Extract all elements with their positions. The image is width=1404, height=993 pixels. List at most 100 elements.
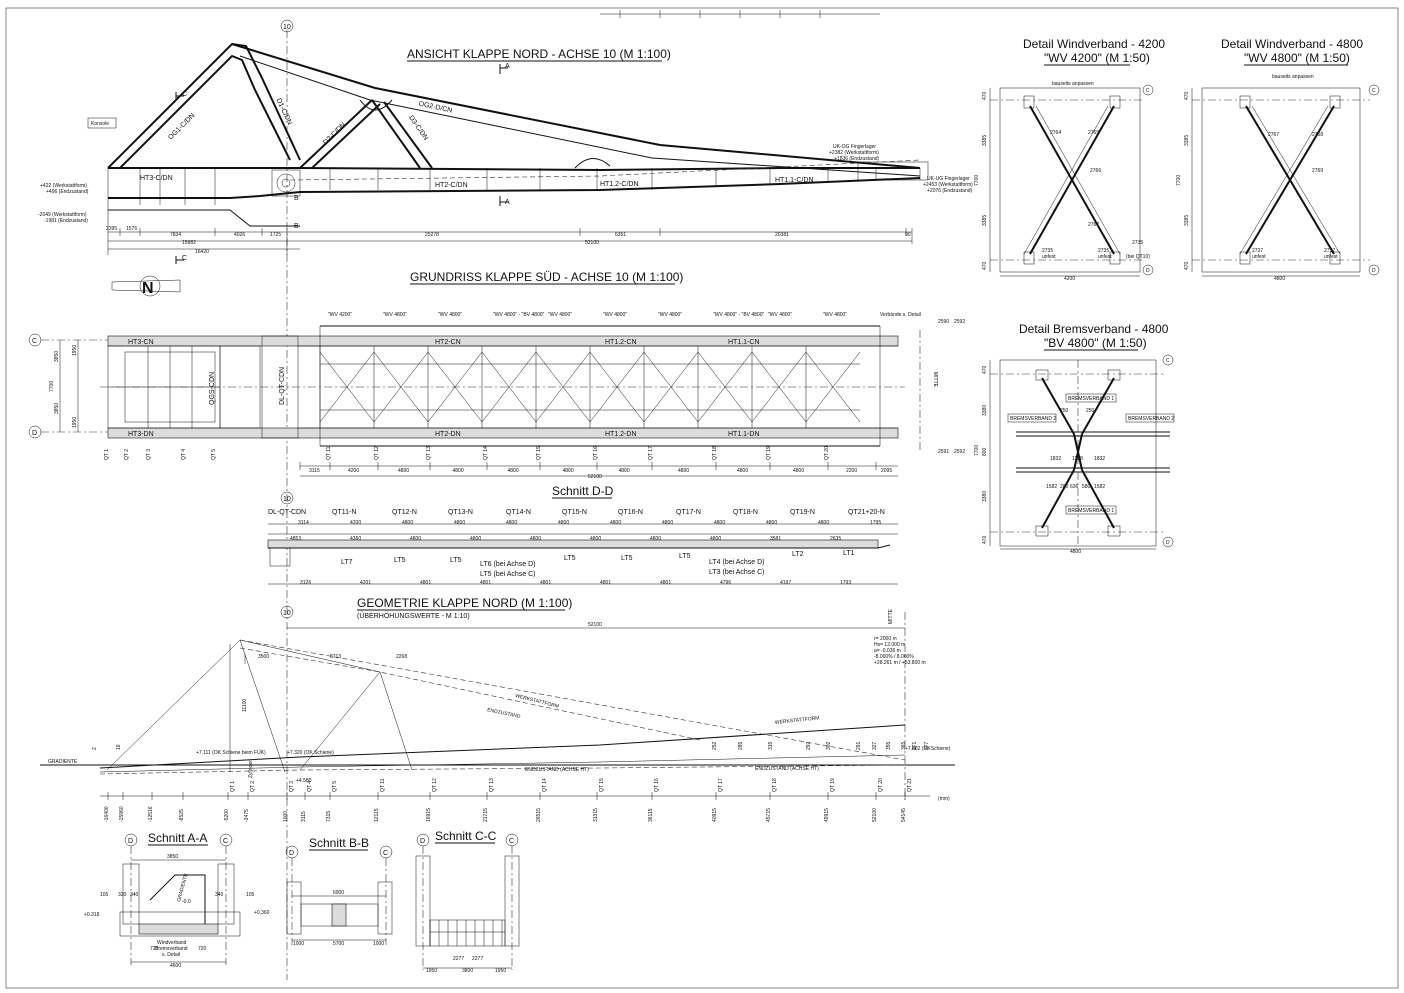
lt-label: LT7: [341, 559, 353, 566]
wv-label: "WV 4800" - "BV 4800": [493, 312, 545, 318]
dim: 3380: [982, 491, 988, 502]
dim: 4800: [619, 468, 630, 474]
dim: 4800: [610, 520, 621, 526]
wv-label: "WV 4800": [823, 312, 847, 318]
qt-label: QT 12: [374, 446, 380, 460]
dim: 4800: [398, 468, 409, 474]
brems-label: BREMSVERBAND 1: [1068, 396, 1114, 402]
dim: 4801: [480, 580, 491, 586]
note: 2765: [1088, 130, 1099, 136]
view-title: Schnitt D-D: [552, 484, 614, 498]
note: unfest: [1324, 254, 1338, 260]
ueberhoehung: 252: [712, 741, 718, 750]
station: 45715: [766, 808, 772, 822]
qt-label: QT 3: [289, 781, 295, 792]
member-label: HT1.2-CN: [605, 339, 637, 346]
dim: 4800: [506, 520, 517, 526]
member-label: HT1.1-CN: [728, 339, 760, 346]
dim: 4853: [290, 536, 301, 542]
dim: 4800: [402, 520, 413, 526]
station: 21715: [483, 808, 489, 822]
member-label: HT3-C/DN: [140, 175, 173, 182]
section-mark-a: A: [505, 199, 510, 206]
bracing-line: [805, 351, 861, 423]
dim: 6351: [615, 232, 626, 238]
station: 54145: [901, 808, 907, 822]
qt-label: QT 3: [146, 449, 152, 460]
lt-label: LT5: [564, 555, 576, 562]
axis-c: C: [509, 838, 514, 845]
qt-label: QT17-N: [676, 509, 701, 516]
dim: 20381: [775, 232, 789, 238]
qt-label: QT 15: [536, 446, 542, 460]
dim-total: 52100: [588, 474, 602, 480]
dim: 470: [1184, 261, 1190, 270]
lt-label: LT2: [792, 551, 804, 558]
axis-c: C: [1146, 88, 1150, 94]
dim: 8713: [330, 654, 341, 660]
unit: (mm): [938, 796, 950, 802]
lt-label: LT1: [843, 550, 855, 557]
station: 52100: [872, 808, 878, 822]
member-label: HT1.1-DN: [728, 431, 760, 438]
qt-label: QT 21: [907, 778, 913, 792]
dim: 636: [1070, 484, 1079, 490]
qt-label: QT 2: [124, 449, 130, 460]
ueberhoehung: 285: [738, 741, 744, 750]
dim: 470: [982, 535, 988, 544]
curve-label: ENDZUSTAND (ACHSE HT): [755, 766, 819, 772]
note: 2735: [1042, 248, 1053, 254]
qt-label: QT 11: [326, 446, 332, 460]
dim: 105: [100, 892, 109, 898]
dim: 1582: [1046, 484, 1057, 490]
mark: +4.580: [296, 778, 312, 784]
dim: 4800: [766, 520, 777, 526]
member-label: HT1.1-C/DN: [775, 177, 814, 184]
dim: 2200: [846, 468, 857, 474]
qt-label: QT15-N: [562, 509, 587, 516]
qt-label: QT 1: [104, 449, 110, 460]
dim: 4800: [1070, 549, 1081, 555]
dim: 3385: [982, 135, 988, 146]
station: -15960: [119, 806, 125, 822]
dim: 4801: [600, 580, 611, 586]
station: 31315: [593, 808, 599, 822]
bracing-line: [319, 351, 375, 423]
wv-label: "WV 4800": [438, 312, 462, 318]
dim: 1138: [1072, 456, 1083, 462]
qt-label: QT19-N: [790, 509, 815, 516]
brems-label: BREMSVERBAND 2: [1128, 416, 1174, 422]
axis-d: D: [1146, 268, 1150, 274]
qt-label: QT18-N: [733, 509, 758, 516]
station: 16915: [426, 808, 432, 822]
section-mark-c: C: [182, 255, 187, 262]
gradiente-label: GRADIENTE: [48, 759, 78, 765]
view-title: GRUNDRISS KLAPPE SÜD - ACHSE 10 (M 1:100…: [410, 270, 683, 284]
mitte: MITTE: [888, 608, 894, 624]
ueberhoehung: 2: [92, 747, 98, 750]
dim: 1793: [840, 580, 851, 586]
dim: 4800: [737, 468, 748, 474]
axis-c: C: [383, 850, 388, 857]
qt-label: QT 20: [878, 778, 884, 792]
qt-label: QT14-N: [506, 509, 531, 516]
note: -1981 (Endzustand): [44, 218, 88, 224]
member-label: DL-QT-CDN: [279, 367, 286, 405]
detail-subtitle: "WV 4800" (M 1:50): [1244, 51, 1350, 65]
wv-label: "WV 4200": [328, 312, 352, 318]
note: bauseits anpassen: [1272, 74, 1314, 80]
view-title: ANSICHT KLAPPE NORD - ACHSE 10 (M 1:100): [407, 47, 671, 61]
dim: 340: [130, 892, 139, 898]
detail-windverband-4200: Detail Windverband - 4200 "WV 4200" (M 1…: [974, 37, 1165, 282]
member-label: HT3-CN: [128, 339, 154, 346]
dim: 4026: [234, 232, 245, 238]
dim: 105: [246, 892, 255, 898]
mark: Bremsverband: [155, 946, 188, 952]
dim: 3581: [770, 536, 781, 542]
detail-title: Detail Windverband - 4800: [1221, 37, 1363, 51]
wv-label: "WV 4800": [603, 312, 627, 318]
dim: 720: [150, 946, 159, 952]
curve-label: ENDZUSTAND (ACHSE HT): [525, 767, 589, 773]
detail-title: Detail Windverband - 4200: [1023, 37, 1165, 51]
